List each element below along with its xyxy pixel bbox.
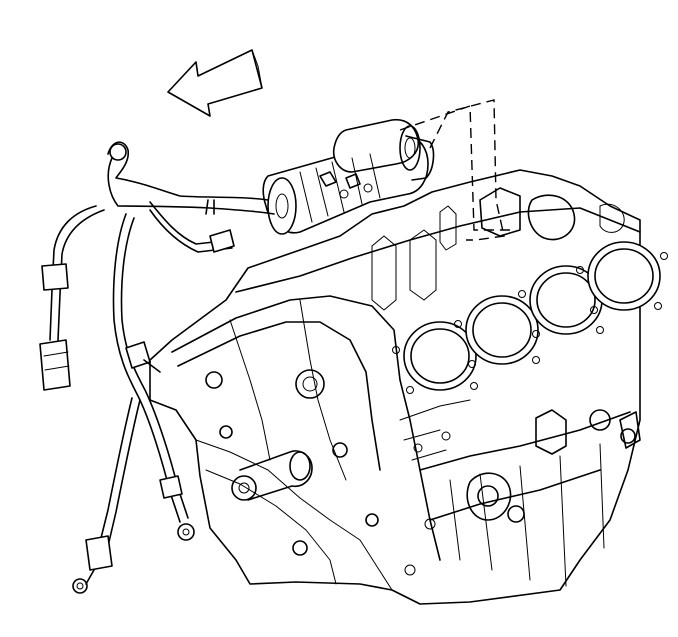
cylinder-bore-wall-4 [594,248,654,304]
head-bolt-hole [532,330,540,338]
head-bolt-hole [392,346,400,354]
cylinder-bore-wall-2 [472,302,532,358]
starter-motor [262,118,435,235]
head-bolt-hole [518,290,526,298]
cylinder-bores [392,241,668,394]
head-bolt-hole [654,302,662,310]
installation-guide-line-2 [399,105,516,231]
cylinder-bore-wall-1 [410,328,470,384]
cylinder-bore-1 [403,321,477,391]
head-bolt-hole [406,386,414,394]
starter-wiring-harness [39,141,275,594]
cylinder-bore-wall-3 [536,272,596,328]
head-bolt-hole [532,356,540,364]
direction-arrow [167,49,263,117]
head-bolt-hole [576,266,584,274]
installation-guide-line [429,99,505,241]
cylinder-bore-4 [587,241,661,311]
head-bolt-hole [470,382,478,390]
head-bolt-hole [590,306,598,314]
head-bolt-hole [596,326,604,334]
head-bolt-hole [468,360,476,368]
cylinder-bore-2 [465,295,539,365]
head-bolt-hole [660,252,668,260]
engine-block [149,169,641,605]
head-bolt-hole [454,320,462,328]
